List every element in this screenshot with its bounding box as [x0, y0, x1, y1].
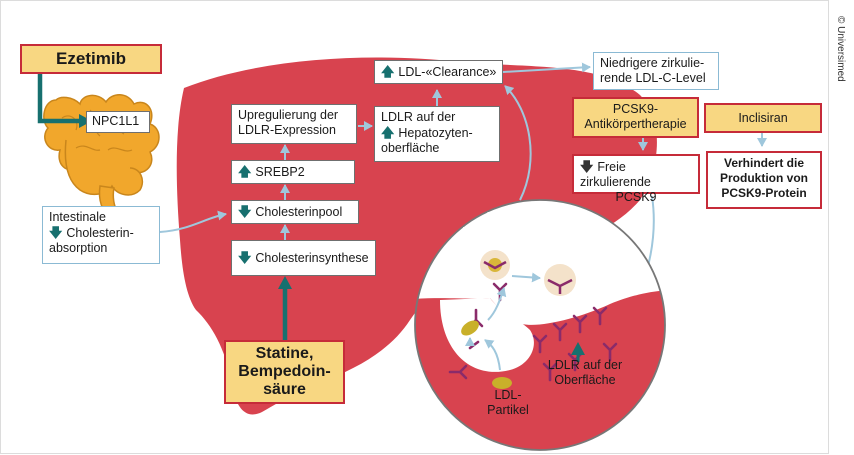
srebp2-box: 🡅SREBP2 — [231, 160, 355, 184]
intestinal-absorption-box: Intestinale 🡇Cholesterin- absorption — [42, 206, 160, 264]
free-pcsk9-label-1: 🡇Freie zirkulierende — [580, 159, 651, 189]
ldl-particles — [461, 250, 576, 389]
ldlr-hepatocyte-box: LDLR auf der 🡅Hepatozyten- oberfläche — [374, 106, 500, 162]
recycling-label: LDLR- Recycling — [560, 226, 616, 255]
intestinal-label-2: 🡇Cholesterin- — [49, 225, 134, 240]
statine-label-3: säure — [263, 381, 306, 398]
degradation-label: LDL- Degradierung — [462, 210, 538, 239]
pool-box: 🡇Cholesterinpool — [231, 200, 359, 224]
pcsk9-antibody-box: PCSK9- Antikörpertherapie — [572, 97, 699, 138]
arrow-down-icon: 🡇 — [238, 250, 252, 265]
arrow-up-icon: 🡅 — [381, 64, 395, 79]
cell-arrows — [465, 272, 541, 371]
copyright-label: © Universimed — [835, 16, 846, 82]
statine-box: Statine, Bempedoin- säure — [224, 340, 345, 404]
lower-ldl-label-1: Niedrigere zirkulie- — [600, 56, 705, 70]
liver-shape — [176, 57, 657, 415]
ezetimib-inhibition-arrow — [37, 70, 92, 128]
statine-label-1: Statine, — [255, 345, 314, 362]
magnified-cell-view — [414, 199, 666, 451]
ldlr-surface-label: LDLR auf der Oberfläche — [547, 358, 623, 387]
inclisiran-box: Inclisiran — [704, 103, 822, 133]
upregulation-label-1: Upregulierung der — [238, 108, 339, 122]
lower-ldl-box: Niedrigere zirkulie- rende LDL-C-Level — [593, 52, 719, 90]
ldl-particle-label: LDL- Partikel — [487, 388, 529, 417]
upregulation-box: Upregulierung der LDLR-Expression — [231, 104, 357, 144]
synthesis-box: 🡇Cholesterinsynthese — [231, 240, 376, 276]
free-pcsk9-box: 🡇Freie zirkulierende PCSK9 — [572, 154, 700, 204]
clearance-label: LDL-«Clearance» — [398, 65, 497, 79]
ldlr-hep-label-2: 🡅Hepatozyten- — [381, 125, 473, 140]
pcsk9-antibody-label-1: PCSK9- — [612, 102, 659, 116]
prevents-pcsk9-box: Verhindert die Produktion von PCSK9-Prot… — [706, 151, 822, 209]
arrow-up-icon: 🡅 — [381, 125, 395, 140]
prevents-label-3: PCSK9-Protein — [721, 186, 807, 200]
srebp2-label: SREBP2 — [255, 165, 305, 179]
statine-label-2: Bempedoin- — [238, 363, 331, 380]
intestinal-label-3: absorption — [49, 241, 108, 255]
ldlr-hep-label-1: LDLR auf der — [381, 110, 456, 124]
intestinal-label-1: Intestinale — [49, 210, 106, 224]
arrow-down-icon: 🡇 — [238, 204, 252, 219]
clearance-box: 🡅LDL-«Clearance» — [374, 60, 503, 84]
arrow-up-icon: 🡅 — [238, 164, 252, 179]
arrow-down-icon: 🡇 — [49, 225, 63, 240]
pool-label: Cholesterinpool — [255, 205, 343, 219]
ezetimib-box: Ezetimib — [20, 44, 162, 74]
synthesis-label: Cholesterinsynthese — [255, 251, 369, 265]
arrow-down-icon: 🡇 — [580, 159, 594, 174]
prevents-label-1: Verhindert die — [723, 156, 805, 170]
inclisiran-label: Inclisiran — [738, 111, 788, 125]
lower-ldl-label-2: rende LDL-C-Level — [600, 71, 706, 85]
hepatocyte-pocket — [440, 298, 534, 372]
upregulation-label-2: LDLR-Expression — [238, 123, 336, 137]
npc1l1-label: NPC1L1 — [92, 114, 140, 128]
prevents-label-2: Produktion von — [720, 171, 808, 185]
npc1l1-box: NPC1L1 — [86, 111, 150, 133]
ezetimib-label: Ezetimib — [56, 49, 126, 68]
pcsk9-antibody-label-2: Antikörpertherapie — [584, 117, 687, 131]
ldl-receptors — [448, 282, 618, 382]
free-pcsk9-label-2: PCSK9 — [615, 190, 657, 204]
ldlr-hep-label-3: oberfläche — [381, 141, 440, 155]
